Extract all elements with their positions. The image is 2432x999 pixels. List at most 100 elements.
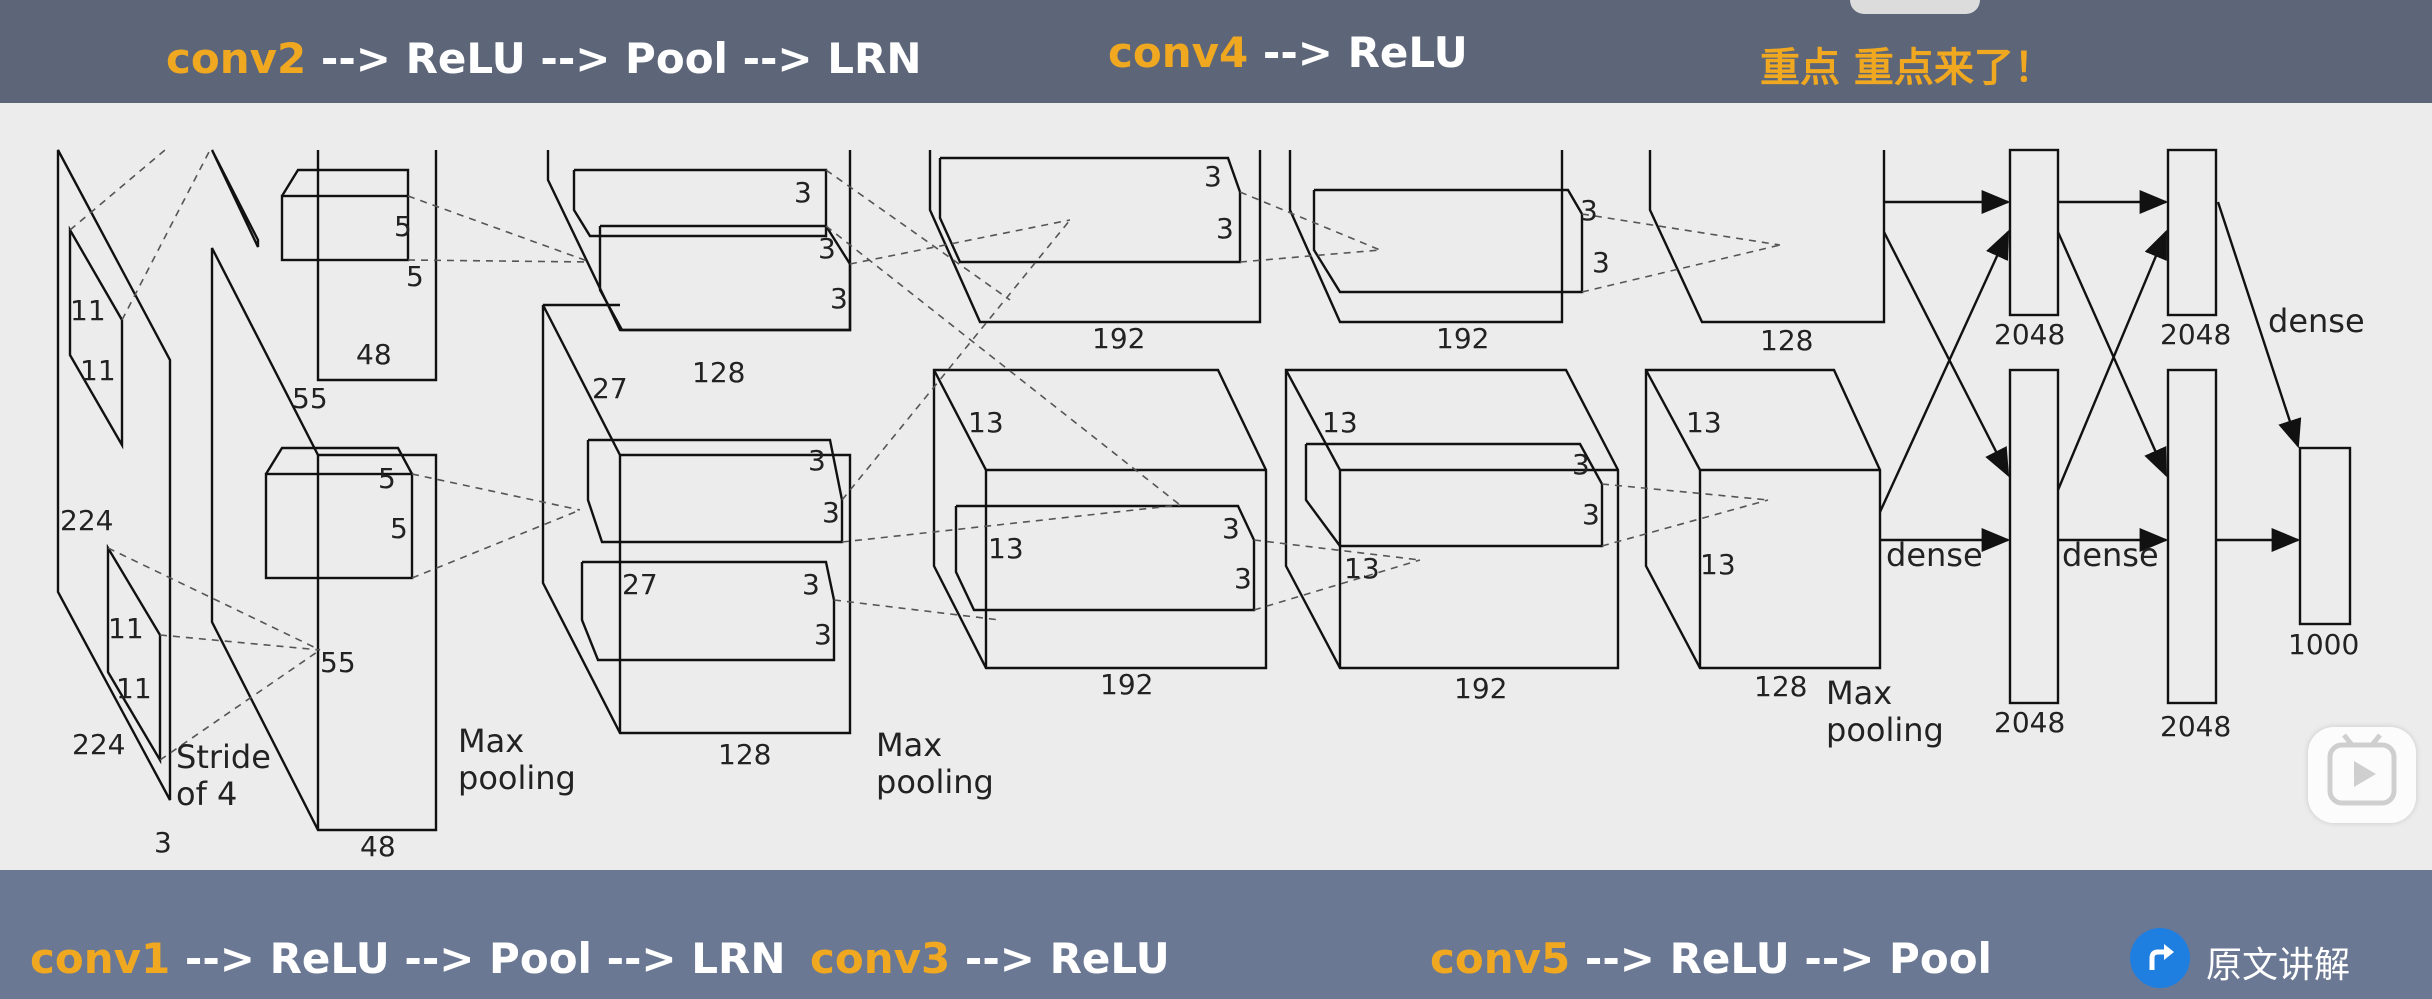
layer4-k-2: 3 <box>1572 448 1590 481</box>
conv1-steps: --> ReLU --> Pool --> LRN <box>170 934 786 983</box>
layer4-depth-top: 192 <box>1436 322 1489 355</box>
input-volume <box>56 149 172 801</box>
conv3-name: conv3 <box>810 934 951 983</box>
original-explanation-label: 原文讲解 <box>2206 945 2351 986</box>
conv4-name: conv4 <box>1108 28 1249 77</box>
fc7-top <box>2166 148 2218 317</box>
layer3-top-block <box>928 150 1262 324</box>
input-kernel2-h: 11 <box>108 612 144 645</box>
conv4-caption: conv4 --> ReLU <box>1108 28 1468 77</box>
layer3-depth-top: 192 <box>1092 322 1145 355</box>
input-depth: 3 <box>154 826 172 859</box>
layer1-size-a: 55 <box>292 382 328 415</box>
dense-label-2: dense <box>2062 536 2159 574</box>
input-width: 224 <box>72 728 125 761</box>
layer1-kernel-bottom <box>264 472 414 580</box>
dense-arrows <box>1878 190 2302 552</box>
layer4-kernel <box>1304 442 1604 548</box>
layer2-kernel-1 <box>572 168 828 238</box>
layer1-kernel-d: 5 <box>390 512 408 545</box>
conv5-caption: conv5 --> ReLU --> Pool <box>1430 934 1992 983</box>
layer2-depth-top: 128 <box>692 356 745 389</box>
conv5-steps: --> ReLU --> Pool <box>1570 934 1992 983</box>
conv3-caption: conv3 --> ReLU <box>810 934 1170 983</box>
layer1-kernel-b: 5 <box>406 260 424 293</box>
layer1-top-block <box>316 150 438 382</box>
layer4-bottom-block <box>1284 368 1620 670</box>
share-arrow-icon <box>2130 928 2190 988</box>
play-button[interactable] <box>2308 727 2416 823</box>
layer4-k-3: 3 <box>1582 498 1600 531</box>
layer1-kernel-top <box>280 194 410 262</box>
conv1-caption: conv1 --> ReLU --> Pool --> LRN <box>30 934 786 983</box>
input-kernel-w: 11 <box>80 354 116 387</box>
output-block <box>2298 446 2352 626</box>
dense-label-3: dense <box>2268 302 2365 340</box>
layer1-kernel-c: 5 <box>378 462 396 495</box>
fc6-bottom-size: 2048 <box>1994 706 2065 739</box>
layer2-size-a: 27 <box>592 372 628 405</box>
layer2-k-1: 3 <box>818 232 836 265</box>
mascot-image <box>1850 0 1980 14</box>
layer4-size-a: 13 <box>1322 406 1358 439</box>
dense-label-1: dense <box>1886 536 1983 574</box>
conv2-name: conv2 <box>166 34 307 83</box>
layer3-k-1: 3 <box>1216 212 1234 245</box>
layer5-top-block <box>1648 150 1886 324</box>
layer2-kernel-4 <box>580 560 836 662</box>
layer2-size-b: 27 <box>622 568 658 601</box>
projection-lines <box>69 149 1781 761</box>
top-caption-bar <box>0 0 2432 103</box>
layer3-k-3: 3 <box>1234 562 1252 595</box>
layer3-k-0: 3 <box>1204 160 1222 193</box>
layer2-depth-bottom: 128 <box>718 738 771 771</box>
layer1-depth-bottom: 48 <box>360 830 396 863</box>
layer1-size-b: 55 <box>320 646 356 679</box>
input-kernel-h: 11 <box>70 294 106 327</box>
layer2-kernel-2 <box>598 224 852 332</box>
layer1-kernel-a: 5 <box>394 210 412 243</box>
layer5-bottom-block <box>1644 368 1882 670</box>
layer5-depth-bottom: 128 <box>1754 670 1807 703</box>
fc7-bottom <box>2166 368 2218 705</box>
layer2-k-3: 3 <box>808 444 826 477</box>
layer2-k-4: 3 <box>822 496 840 529</box>
layer3-size-a: 13 <box>968 406 1004 439</box>
layer5-depth-top: 128 <box>1760 324 1813 357</box>
bottom-caption-bar <box>0 870 2432 999</box>
play-icon <box>2327 733 2397 806</box>
fc6-bottom <box>2008 368 2060 705</box>
conv2-caption: conv2 --> ReLU --> Pool --> LRN <box>166 34 922 83</box>
fc6-top-size: 2048 <box>1994 318 2065 351</box>
input-kernel2-w: 11 <box>116 672 152 705</box>
fc6-top <box>2008 148 2060 317</box>
conv3-steps: --> ReLU <box>950 934 1170 983</box>
key-point-note: 重点 重点来了！ <box>1760 45 2054 91</box>
layer4-depth-bottom: 192 <box>1454 672 1507 705</box>
input-height: 224 <box>60 504 113 537</box>
layer3-k-2: 3 <box>1222 512 1240 545</box>
layer3-bottom-block <box>932 368 1268 670</box>
conv4-steps: --> ReLU <box>1248 28 1468 77</box>
output-size: 1000 <box>2288 628 2359 661</box>
layer4-top-block <box>1288 150 1564 324</box>
layer2-k-2: 3 <box>830 282 848 315</box>
fc7-bottom-size: 2048 <box>2160 710 2231 743</box>
layer2-k-6: 3 <box>814 618 832 651</box>
layer4-size-b: 13 <box>1344 552 1380 585</box>
fc7-top-size: 2048 <box>2160 318 2231 351</box>
conv5-name: conv5 <box>1430 934 1571 983</box>
layer5-size-a: 13 <box>1686 406 1722 439</box>
layer3-depth-bottom: 192 <box>1100 668 1153 701</box>
layer1-depth-top: 48 <box>356 338 392 371</box>
conv2-steps: --> ReLU --> Pool --> LRN <box>306 34 922 83</box>
layer4-k-0: 3 <box>1580 194 1598 227</box>
layer3-size-b: 13 <box>988 532 1024 565</box>
layer2-k-5: 3 <box>802 568 820 601</box>
layer5-size-b: 13 <box>1700 548 1736 581</box>
